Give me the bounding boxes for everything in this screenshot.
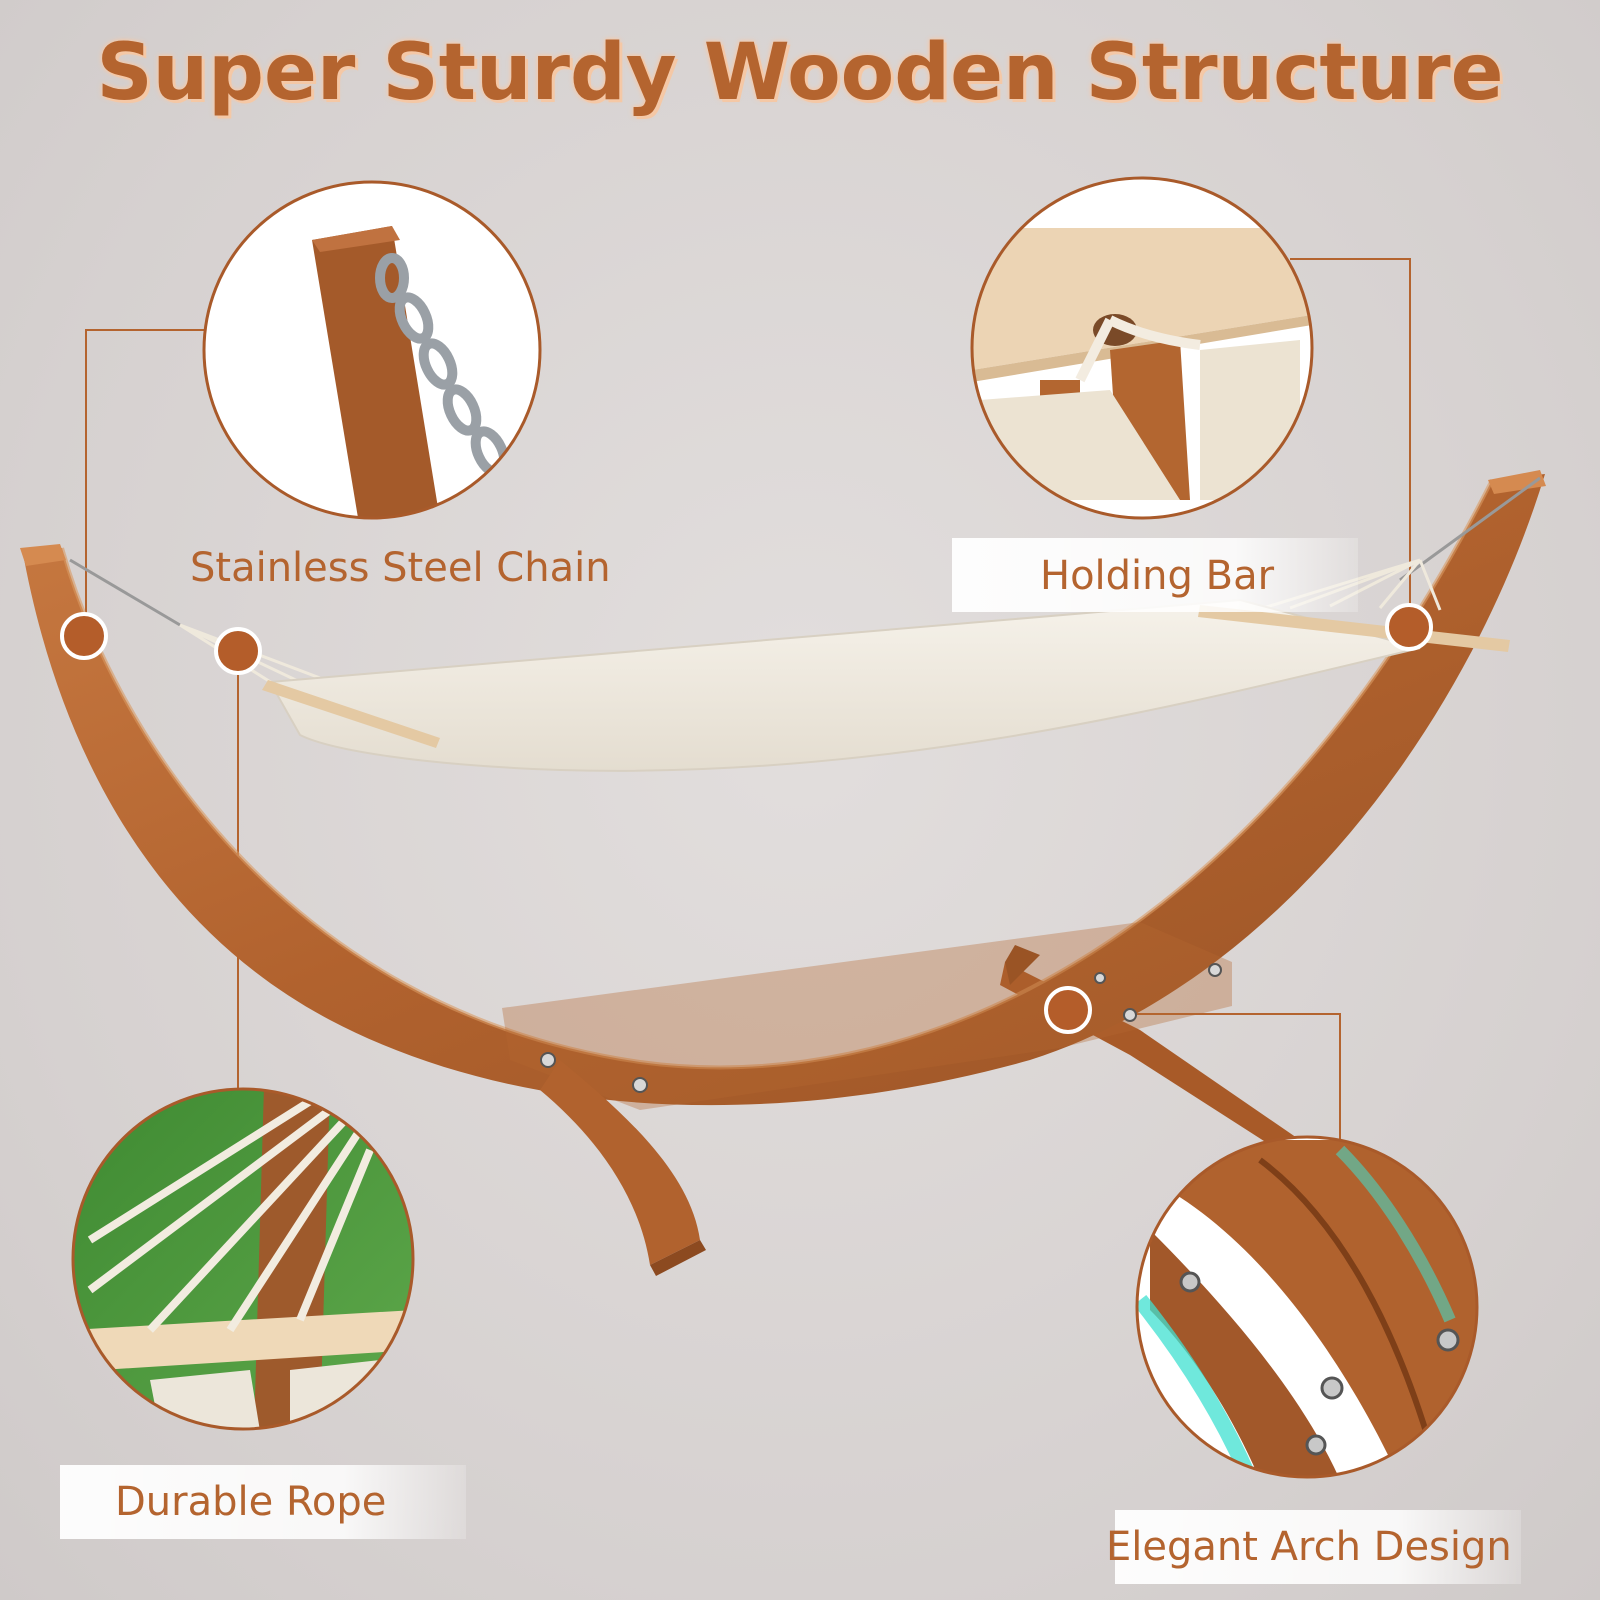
bar-label: Holding Bar bbox=[1040, 553, 1275, 599]
marker-arch bbox=[1044, 986, 1092, 1034]
inset-chain-border bbox=[202, 180, 542, 520]
rope-label: Durable Rope bbox=[115, 1479, 387, 1525]
inset-chain-detail bbox=[204, 182, 540, 518]
arch-label: Elegant Arch Design bbox=[1106, 1524, 1512, 1570]
headline: Super Sturdy Wooden Structure bbox=[96, 28, 1504, 118]
marker-chain bbox=[60, 612, 108, 660]
marker-dots bbox=[60, 603, 1433, 1034]
inset-bar-detail bbox=[972, 178, 1312, 518]
rope-label-box bbox=[60, 1465, 466, 1539]
inset-rope-border bbox=[71, 1087, 415, 1431]
inset-bar-border bbox=[970, 176, 1314, 520]
marker-bar bbox=[1385, 603, 1433, 651]
chain-label: Stainless Steel Chain bbox=[190, 545, 611, 591]
inset-arch-border bbox=[1135, 1135, 1479, 1479]
bar-connector bbox=[1290, 258, 1411, 618]
arch-connector bbox=[1068, 1013, 1341, 1150]
inset-arch-detail bbox=[1137, 1137, 1477, 1477]
marker-rope bbox=[214, 627, 262, 675]
hammock bbox=[69, 476, 1541, 772]
wooden-frame bbox=[20, 470, 1546, 1276]
chain-connector bbox=[85, 329, 204, 618]
arch-label-box bbox=[1115, 1510, 1521, 1584]
bar-label-box bbox=[952, 538, 1358, 612]
